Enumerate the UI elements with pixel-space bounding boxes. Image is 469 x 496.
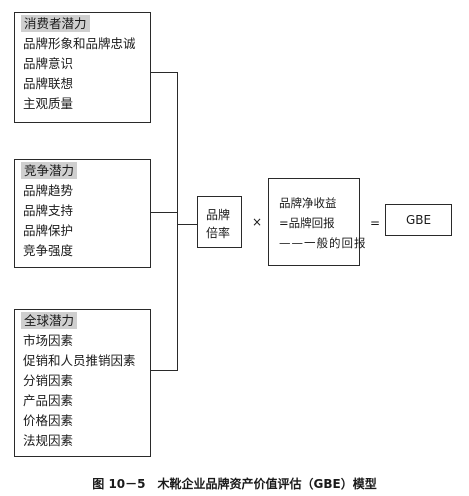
brand-multiplier-line2: 倍率 xyxy=(206,226,231,240)
connector-line-1 xyxy=(150,72,177,73)
list-item: 主观质量 xyxy=(23,96,74,111)
consumer-potential-title: 消费者潜力 xyxy=(21,15,90,32)
connector-vertical xyxy=(177,72,178,371)
list-item: 促销和人员推销因素 xyxy=(23,353,136,368)
competitive-potential-title: 竞争潜力 xyxy=(21,162,78,179)
list-item: 品牌形象和品牌忠诚 xyxy=(23,36,136,51)
list-item: 品牌支持 xyxy=(23,203,74,218)
list-item: 品牌趋势 xyxy=(23,183,74,198)
list-item: 产品因素 xyxy=(23,393,74,408)
formula-line2: =品牌回报 xyxy=(279,216,335,230)
competitive-potential-box: 竞争潜力 品牌趋势 品牌支持 品牌保护 竞争强度 xyxy=(14,159,151,268)
global-potential-list: 市场因素 促销和人员推销因素 分销因素 产品因素 价格因素 法规因素 xyxy=(15,331,150,451)
competitive-potential-list: 品牌趋势 品牌支持 品牌保护 竞争强度 xyxy=(15,181,150,261)
brand-multiplier-line1: 品牌 xyxy=(206,208,231,222)
connector-line-3 xyxy=(150,370,177,371)
connector-to-multiplier xyxy=(177,224,197,225)
equals-sign: = xyxy=(370,216,381,230)
formula-line3: ——一般的回报 xyxy=(279,236,367,250)
global-potential-title: 全球潜力 xyxy=(21,312,78,329)
list-item: 竞争强度 xyxy=(23,243,74,258)
list-item: 品牌联想 xyxy=(23,76,74,91)
connector-line-2 xyxy=(150,212,177,213)
consumer-potential-list: 品牌形象和品牌忠诚 品牌意识 品牌联想 主观质量 xyxy=(15,34,150,114)
list-item: 法规因素 xyxy=(23,433,74,448)
brand-multiplier-box: 品牌 倍率 xyxy=(197,196,242,248)
global-potential-box: 全球潜力 市场因素 促销和人员推销因素 分销因素 产品因素 价格因素 法规因素 xyxy=(14,309,151,457)
list-item: 分销因素 xyxy=(23,373,74,388)
formula-line1: 品牌净收益 xyxy=(279,196,337,210)
list-item: 市场因素 xyxy=(23,333,74,348)
list-item: 品牌保护 xyxy=(23,223,74,238)
list-item: 价格因素 xyxy=(23,413,74,428)
times-sign: × xyxy=(252,215,263,229)
figure-caption: 图 10－5 木靴企业品牌资产价值评估（GBE）模型 xyxy=(92,477,377,491)
formula-box: 品牌净收益 =品牌回报 ——一般的回报 xyxy=(268,178,367,266)
gbe-result-box: GBE xyxy=(385,204,452,236)
gbe-label: GBE xyxy=(405,213,432,227)
consumer-potential-box: 消费者潜力 品牌形象和品牌忠诚 品牌意识 品牌联想 主观质量 xyxy=(14,12,151,123)
list-item: 品牌意识 xyxy=(23,56,74,71)
